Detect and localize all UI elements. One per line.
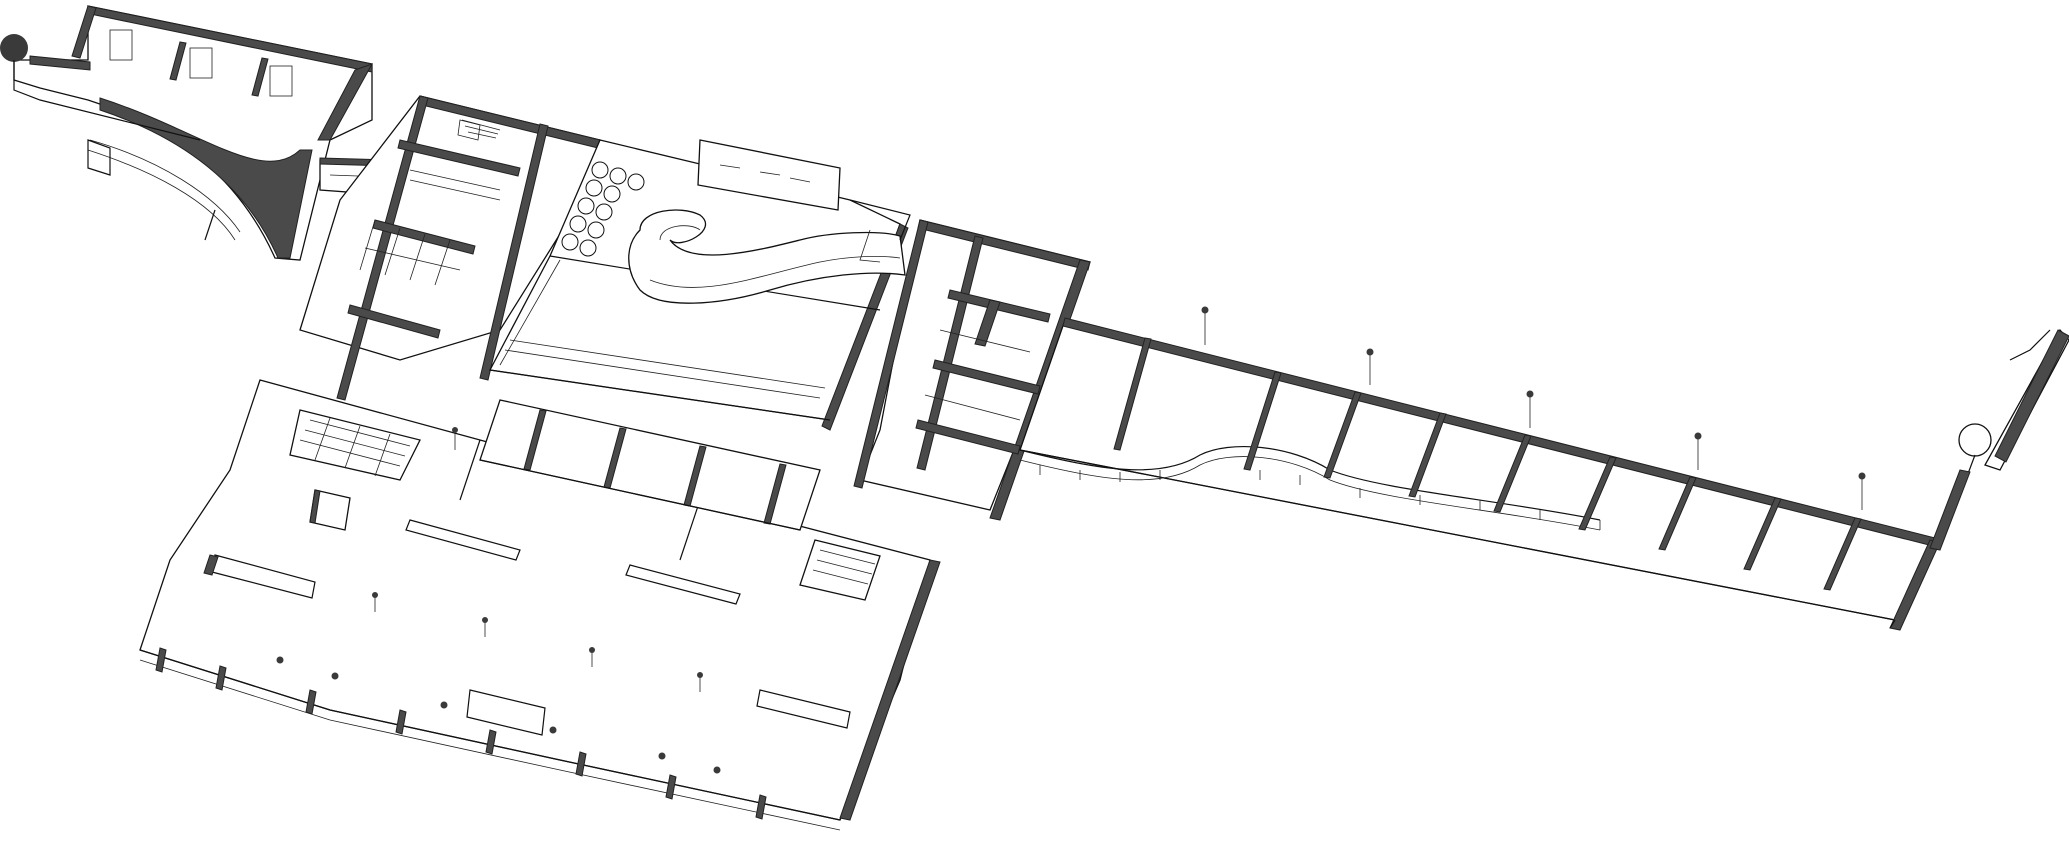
elevator-box [309, 489, 351, 531]
curved-ramp [628, 209, 906, 304]
lower-large-hall [139, 379, 941, 831]
long-east-corridor [1019, 306, 1941, 631]
column-cap [0, 34, 28, 62]
hall-column-markers [276, 427, 721, 774]
corridor-partitions [1113, 337, 1862, 591]
central-block-upper [299, 95, 601, 401]
hall-partitions [203, 519, 851, 736]
stairwell-upper [461, 119, 501, 139]
small-rooms-grid [359, 219, 461, 286]
corridor-column-markers [1201, 306, 1866, 510]
east-core-block [853, 219, 1091, 521]
northwest-curved-wing [0, 5, 374, 261]
hall-facade-posts [155, 647, 767, 820]
courtyard-rail [504, 339, 826, 399]
courtyard-annex [697, 139, 841, 211]
east-tower-wall [1929, 328, 2069, 551]
door-row-northwest [109, 29, 293, 97]
seating-cluster [561, 161, 645, 257]
escalator-and-stairs [289, 409, 881, 601]
south-office-strip [479, 399, 821, 531]
corridor-curved-wall [1019, 446, 1601, 531]
courtyard-with-curved-ramp [488, 139, 911, 431]
